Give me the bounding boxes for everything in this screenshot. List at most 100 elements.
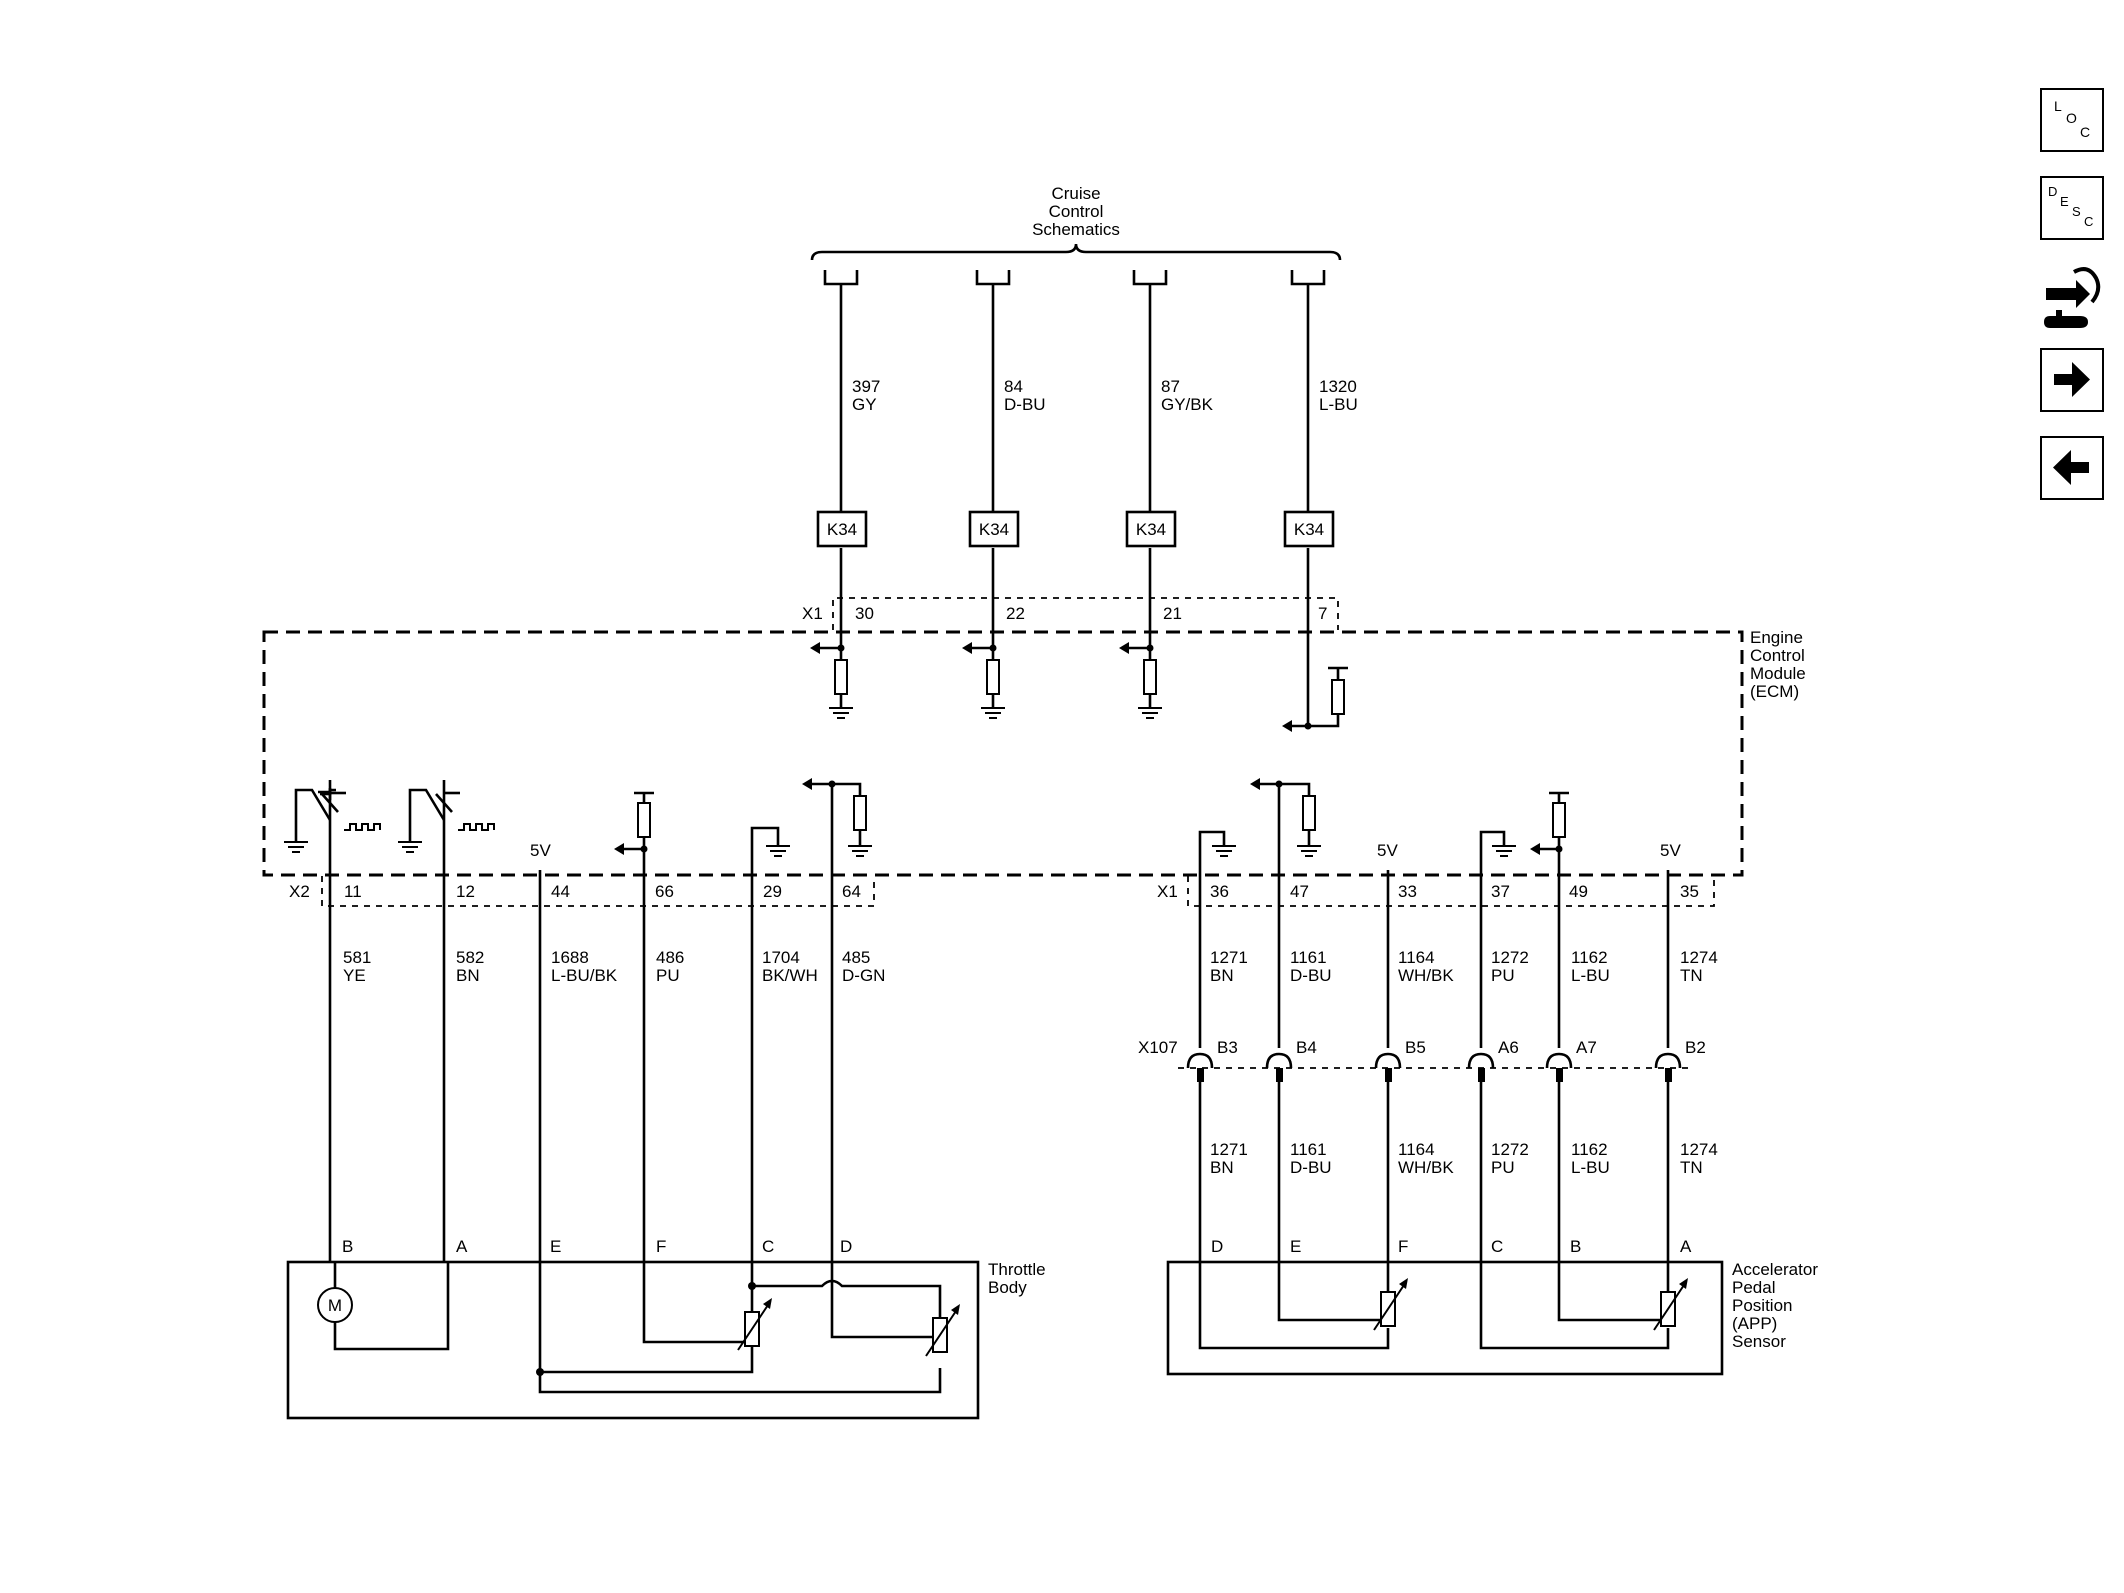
svg-text:22: 22 xyxy=(1006,604,1025,623)
svg-text:1162: 1162 xyxy=(1571,948,1608,967)
cruise-wires xyxy=(839,284,1310,726)
svg-text:D-BU: D-BU xyxy=(1290,1158,1332,1177)
svg-text:1320: 1320 xyxy=(1319,377,1357,396)
svg-text:K34: K34 xyxy=(827,520,857,539)
x107-inline-connector[interactable] xyxy=(1178,1052,1690,1082)
desc-letter-c: C xyxy=(2084,214,2094,229)
x107-label: X107 xyxy=(1138,1038,1178,1057)
app-wires xyxy=(1198,870,1670,1262)
app-pin-labels: 36 47 33 37 49 35 xyxy=(1210,882,1699,901)
svg-text:1272: 1272 xyxy=(1491,1140,1529,1159)
svg-text:581: 581 xyxy=(343,948,371,967)
svg-text:E: E xyxy=(1290,1237,1301,1256)
description-button[interactable]: D E S C xyxy=(2040,176,2104,240)
svg-text:Pedal: Pedal xyxy=(1732,1278,1775,1297)
svg-text:Body: Body xyxy=(988,1278,1027,1297)
svg-text:C: C xyxy=(762,1237,774,1256)
svg-text:1271: 1271 xyxy=(1210,948,1248,967)
svg-text:486: 486 xyxy=(656,948,684,967)
k34-modules[interactable]: K34 K34 K34 K34 xyxy=(816,510,1335,548)
svg-text:B5: B5 xyxy=(1405,1038,1426,1057)
5v-label-throttle: 5V xyxy=(530,841,551,860)
connector-end-view-icon[interactable] xyxy=(2040,258,2104,334)
x1-app-connector xyxy=(1187,876,1715,907)
ecm-boundary[interactable] xyxy=(262,630,1744,877)
svg-text:B3: B3 xyxy=(1217,1038,1238,1057)
cruise-label-line1: Cruise xyxy=(1051,184,1100,203)
svg-text:PU: PU xyxy=(1491,1158,1515,1177)
svg-text:A7: A7 xyxy=(1576,1038,1597,1057)
svg-text:GY: GY xyxy=(852,395,877,414)
svg-text:F: F xyxy=(1398,1237,1408,1256)
svg-text:A: A xyxy=(1680,1237,1692,1256)
svg-text:Module: Module xyxy=(1750,664,1806,683)
cruise-label-line2: Control xyxy=(1049,202,1104,221)
x1-app-label: X1 xyxy=(1157,882,1178,901)
svg-text:B2: B2 xyxy=(1685,1038,1706,1057)
svg-text:582: 582 xyxy=(456,948,484,967)
app-sensor-box[interactable] xyxy=(1166,1260,1724,1376)
motor-symbol: M xyxy=(328,1296,342,1315)
svg-text:49: 49 xyxy=(1569,882,1588,901)
svg-text:PU: PU xyxy=(1491,966,1515,985)
x1-top-label: X1 xyxy=(802,604,823,623)
ecm-label: Engine Control Module (ECM) xyxy=(1750,628,1806,701)
app-term-labels: D E F C B A xyxy=(1211,1237,1692,1256)
arrow-right-icon xyxy=(2054,362,2090,397)
throttle-circuit-labels: 581 YE 582 BN 1688 L-BU/BK 486 PU 1704 B… xyxy=(343,948,885,985)
svg-text:YE: YE xyxy=(343,966,366,985)
svg-text:Sensor: Sensor xyxy=(1732,1332,1786,1351)
app-circuit-labels-upper: 1271 BN 1161 D-BU 1164 WH/BK 1272 PU 116… xyxy=(1210,948,1718,985)
throttle-term-labels: B A E F C D xyxy=(342,1237,852,1256)
loc-letter-l: L xyxy=(2054,98,2062,114)
next-page-button[interactable] xyxy=(2040,348,2104,412)
svg-text:Throttle: Throttle xyxy=(988,1260,1046,1279)
svg-text:Control: Control xyxy=(1750,646,1805,665)
svg-text:K34: K34 xyxy=(1136,520,1166,539)
svg-text:1271: 1271 xyxy=(1210,1140,1248,1159)
loc-letter-o: O xyxy=(2066,110,2077,126)
svg-text:L-BU: L-BU xyxy=(1571,1158,1610,1177)
svg-text:1274: 1274 xyxy=(1680,1140,1718,1159)
svg-text:11: 11 xyxy=(344,882,362,901)
app-internal-circuit xyxy=(1198,1262,1688,1350)
svg-text:47: 47 xyxy=(1290,882,1309,901)
svg-text:1164: 1164 xyxy=(1398,948,1435,967)
svg-text:29: 29 xyxy=(763,882,782,901)
location-button[interactable]: L O C xyxy=(2040,88,2104,152)
throttle-pin-labels: 11 12 44 66 29 64 xyxy=(344,882,861,901)
ecm-throttle-internals xyxy=(284,778,872,880)
svg-text:12: 12 xyxy=(456,882,475,901)
svg-text:F: F xyxy=(656,1237,666,1256)
desc-letter-d: D xyxy=(2048,184,2058,199)
ecm-app-internals xyxy=(1198,778,1569,880)
previous-page-button[interactable] xyxy=(2040,436,2104,500)
svg-text:WH/BK: WH/BK xyxy=(1398,966,1454,985)
svg-text:84: 84 xyxy=(1004,377,1023,396)
cruise-control-label[interactable]: Cruise Control Schematics xyxy=(1032,184,1120,239)
x2-label: X2 xyxy=(289,882,310,901)
svg-text:WH/BK: WH/BK xyxy=(1398,1158,1454,1177)
ecm-cruise-inputs xyxy=(810,642,1348,732)
5v-label-app1: 5V xyxy=(1377,841,1398,860)
x1-top-connector xyxy=(832,597,1339,630)
5v-label-app2: 5V xyxy=(1660,841,1681,860)
svg-text:64: 64 xyxy=(842,882,861,901)
svg-text:A6: A6 xyxy=(1498,1038,1519,1057)
svg-text:D-GN: D-GN xyxy=(842,966,885,985)
svg-text:TN: TN xyxy=(1680,1158,1703,1177)
svg-text:BK/WH: BK/WH xyxy=(762,966,818,985)
cruise-label-line3: Schematics xyxy=(1032,220,1120,239)
svg-text:1161: 1161 xyxy=(1290,1140,1327,1159)
svg-text:A: A xyxy=(456,1237,468,1256)
svg-text:66: 66 xyxy=(655,882,674,901)
throttle-body-box[interactable] xyxy=(286,1260,980,1420)
app-sensor-label: Accelerator Pedal Position (APP) Sensor xyxy=(1732,1260,1818,1351)
svg-text:B4: B4 xyxy=(1296,1038,1317,1057)
svg-text:Position: Position xyxy=(1732,1296,1792,1315)
x107-pin-labels: B3 B4 B5 A6 A7 B2 xyxy=(1217,1038,1706,1057)
svg-text:D: D xyxy=(1211,1237,1223,1256)
svg-text:35: 35 xyxy=(1680,882,1699,901)
svg-text:BN: BN xyxy=(456,966,480,985)
throttle-wires xyxy=(328,849,834,1262)
